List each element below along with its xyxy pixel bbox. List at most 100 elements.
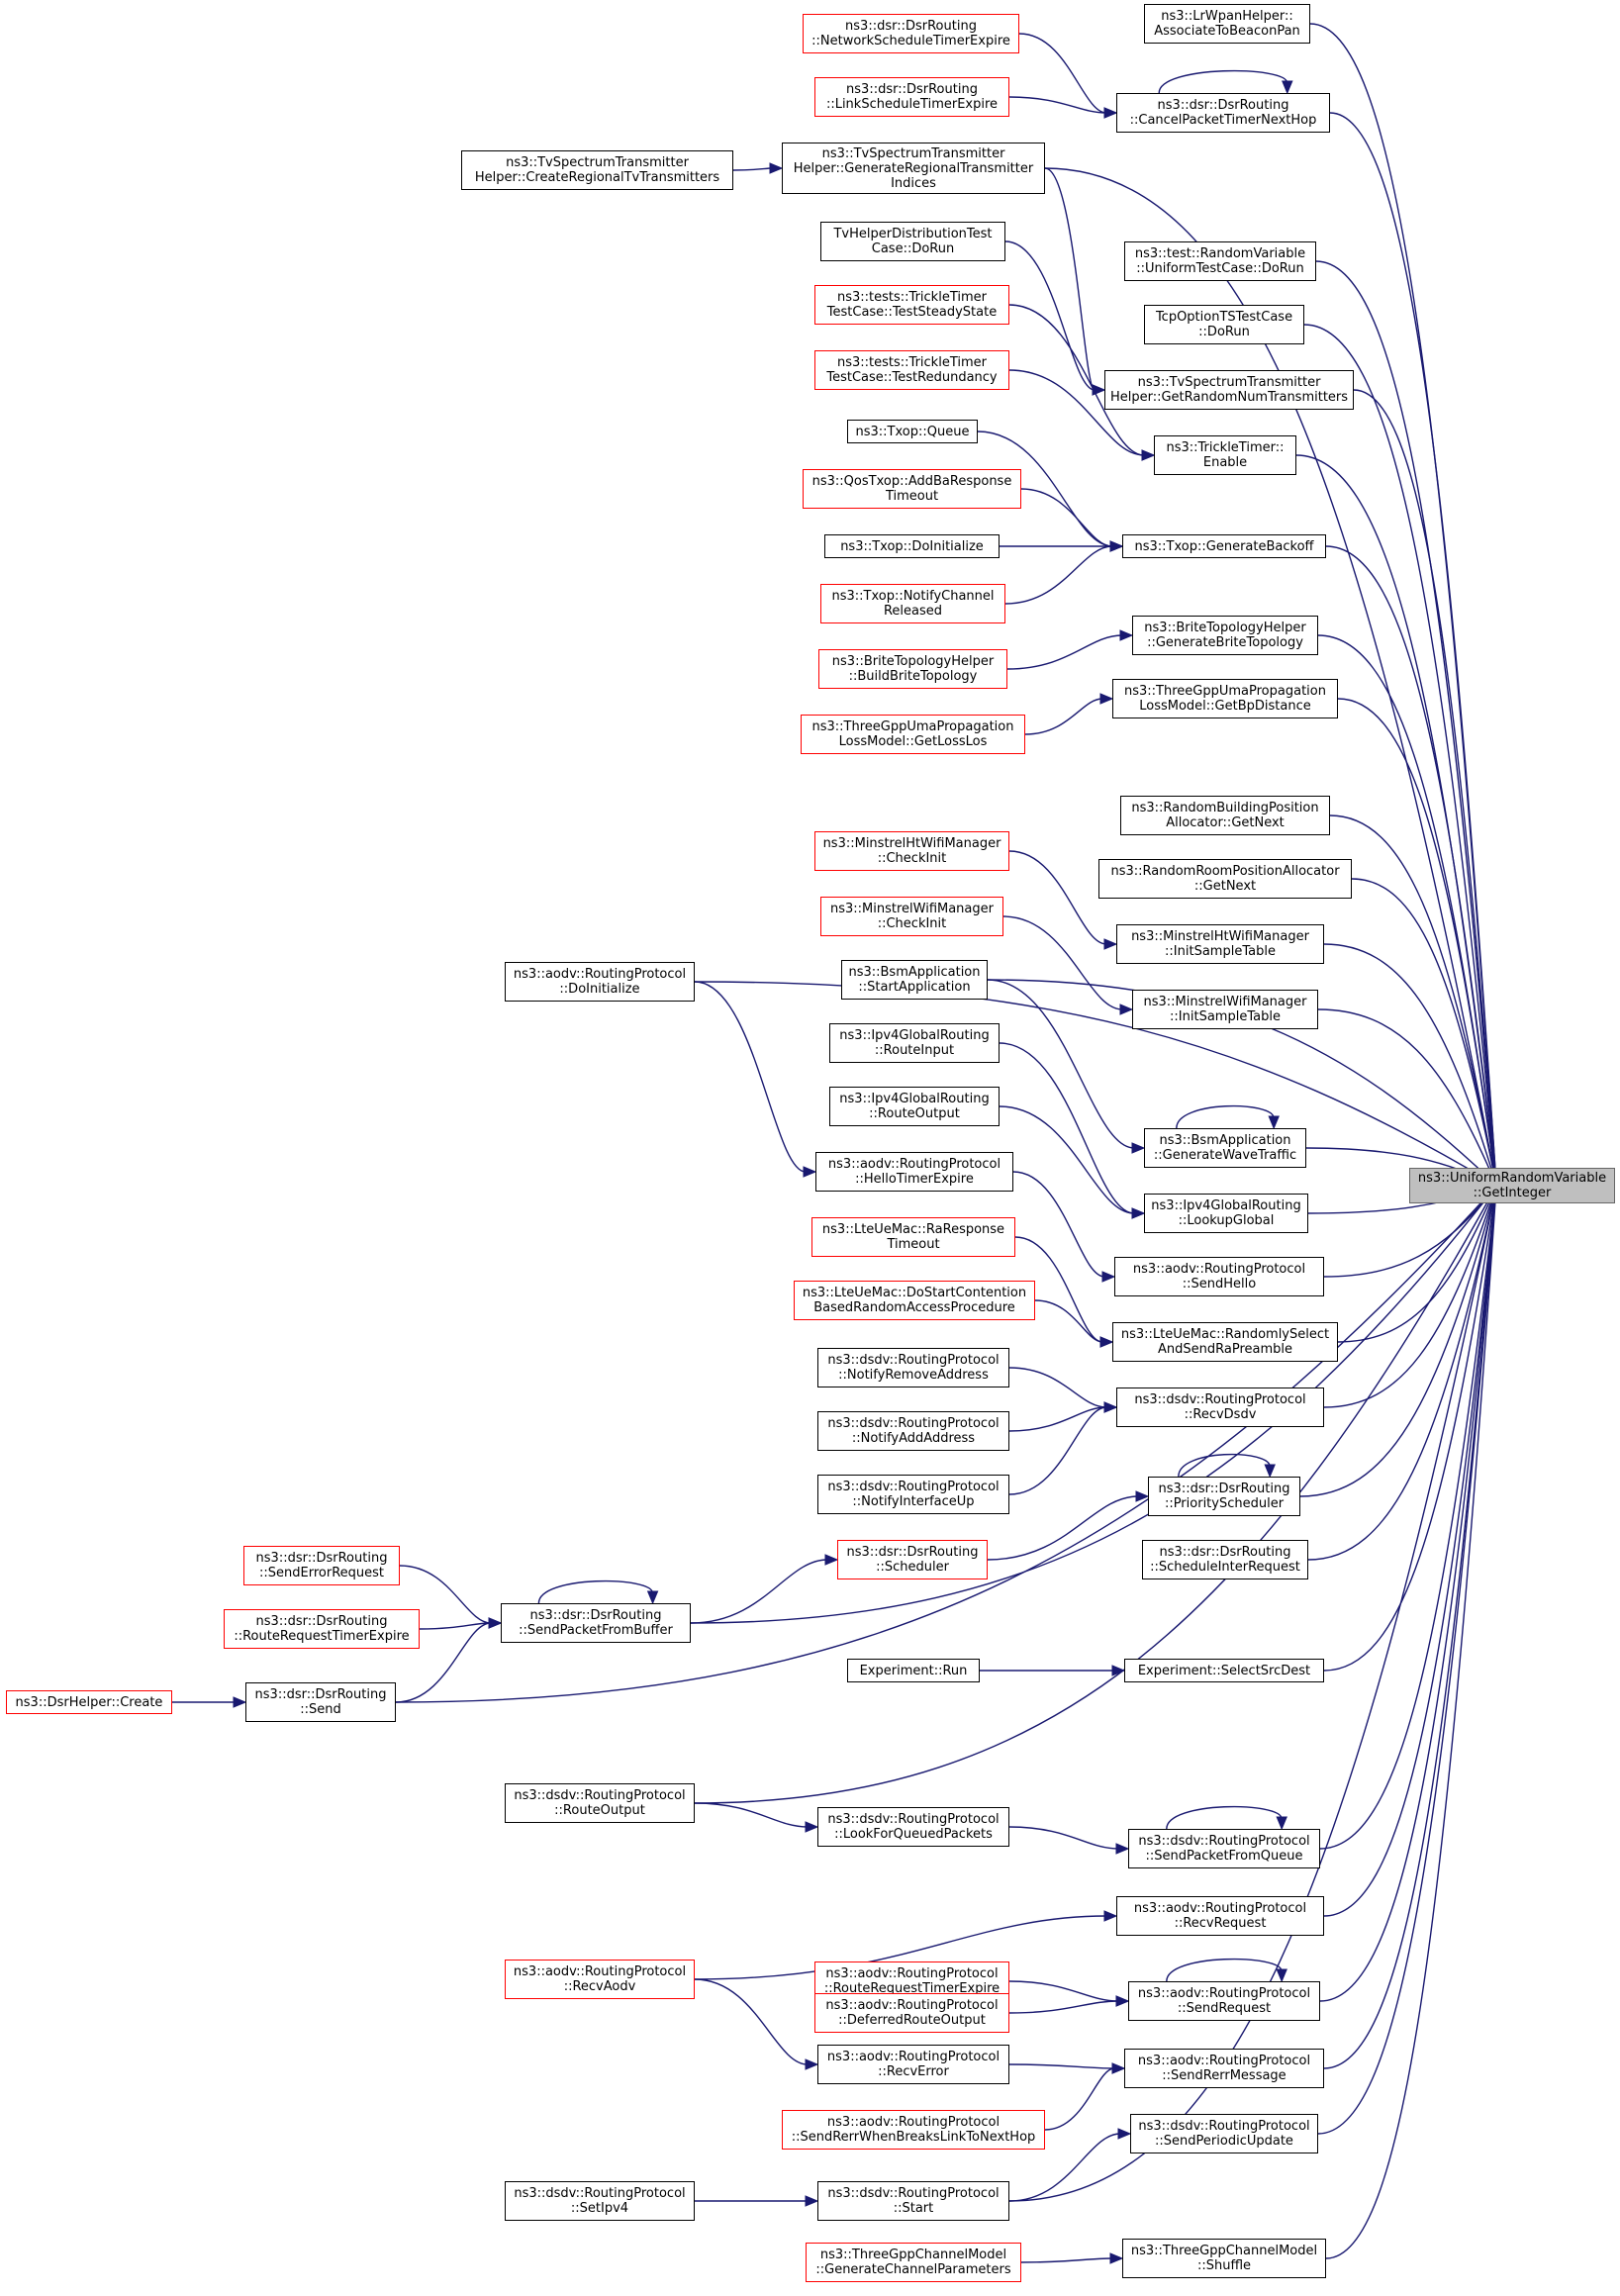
edge-c4-to-f bbox=[1303, 324, 1496, 1177]
node-aodv-hellotimerexpire[interactable]: ns3::aodv::RoutingProtocol::HelloTimerEx… bbox=[815, 1152, 1013, 1192]
node-aodv-sendrerrwhenbreakslinktonexthop[interactable]: ns3::aodv::RoutingProtocol::SendRerrWhen… bbox=[782, 2110, 1045, 2150]
edge-a4-to-f bbox=[694, 1194, 1493, 1804]
edge-s1-to-a2 bbox=[399, 1565, 492, 1624]
edge-l29-to-c25-arrow bbox=[1111, 2062, 1126, 2074]
edge-l19-to-c17-arrow bbox=[1099, 1336, 1114, 1348]
node-dsrrouting-send[interactable]: ns3::dsr::DsrRouting::Send bbox=[245, 1682, 396, 1722]
node-britetopologyhelper-generatebritetopology[interactable]: ns3::BriteTopologyHelper::GenerateBriteT… bbox=[1132, 616, 1318, 655]
edge-l13-to-c13-arrow bbox=[1119, 1004, 1134, 1015]
edge-l9-to-c7-arrow bbox=[1109, 540, 1124, 552]
node-dsrhelper-create[interactable]: ns3::DsrHelper::Create bbox=[6, 1690, 172, 1714]
node-minstrelwifimanager-checkinit[interactable]: ns3::MinstrelWifiManager::CheckInit bbox=[820, 897, 1003, 936]
node-aodv-sendrerrmessage[interactable]: ns3::aodv::RoutingProtocol::SendRerrMess… bbox=[1124, 2049, 1324, 2088]
node-ipv4globalrouting-routeoutput[interactable]: ns3::Ipv4GlobalRouting::RouteOutput bbox=[829, 1087, 1000, 1126]
node-aodv-deferredrouteoutput[interactable]: ns3::aodv::RoutingProtocol::DeferredRout… bbox=[814, 1993, 1009, 2033]
node-txop-generatebackoff[interactable]: ns3::Txop::GenerateBackoff bbox=[1122, 534, 1326, 558]
node-dsrrouting-networkscheduletimerexpire[interactable]: ns3::dsr::DsrRouting::NetworkScheduleTim… bbox=[803, 14, 1019, 53]
edge-a3-to-f bbox=[395, 1193, 1491, 1703]
node-tcpoptiontstestcase-dorun[interactable]: TcpOptionTSTestCase::DoRun bbox=[1144, 305, 1304, 344]
edge-a1-to-l17-arrow bbox=[803, 1166, 817, 1178]
edge-l6-to-c7 bbox=[977, 430, 1113, 547]
edge-c3-to-f bbox=[1315, 260, 1496, 1177]
node-dsdv-notifyinterfaceup[interactable]: ns3::dsdv::RoutingProtocol::NotifyInterf… bbox=[817, 1475, 1009, 1514]
edge-l27-to-c24-arrow bbox=[1115, 1995, 1130, 2007]
edge-l24-to-c21-arrow bbox=[1111, 1665, 1126, 1676]
edge-l20-to-c18 bbox=[1008, 1367, 1107, 1408]
edge-l12-to-c12-arrow bbox=[1103, 938, 1118, 950]
edge-c27-to-f bbox=[1325, 1195, 1497, 2259]
node-randomvariable-uniformtestcase-dorun[interactable]: ns3::test::RandomVariable::UniformTestCa… bbox=[1124, 241, 1316, 281]
node-threegppchannelmodel-generatechannelparameters[interactable]: ns3::ThreeGppChannelModel::GenerateChann… bbox=[806, 2243, 1021, 2282]
node-dsdv-setipv4[interactable]: ns3::dsdv::RoutingProtocol::SetIpv4 bbox=[505, 2181, 695, 2221]
edge-l22-to-c18-arrow bbox=[1103, 1401, 1118, 1413]
node-dsdv-routeoutput[interactable]: ns3::dsdv::RoutingProtocol::RouteOutput bbox=[505, 1783, 695, 1823]
node-aodv-doinitialize[interactable]: ns3::aodv::RoutingProtocol::DoInitialize bbox=[505, 962, 695, 1002]
edge-c5-to-f bbox=[1353, 389, 1496, 1177]
edge-c8-to-f bbox=[1317, 634, 1496, 1177]
node-trickletimer-enable[interactable]: ns3::TrickleTimer::Enable bbox=[1154, 435, 1296, 475]
node-dsrrouting-scheduleinterrequest[interactable]: ns3::dsr::DsrRouting::ScheduleInterReque… bbox=[1142, 1540, 1308, 1579]
node-ipv4globalrouting-lookupglobal[interactable]: ns3::Ipv4GlobalRouting::LookupGlobal bbox=[1144, 1194, 1308, 1233]
edge-l16-to-c15 bbox=[999, 1105, 1135, 1214]
node-bsmapplication-startapplication[interactable]: ns3::BsmApplication::StartApplication bbox=[841, 960, 988, 1000]
node-minstrelwifimanager-initsampletable[interactable]: ns3::MinstrelWifiManager::InitSampleTabl… bbox=[1132, 990, 1318, 1029]
node-dsrrouting-scheduler[interactable]: ns3::dsr::DsrRouting::Scheduler bbox=[837, 1540, 988, 1579]
node-bsmapplication-generatewavetraffic[interactable]: ns3::BsmApplication::GenerateWaveTraffic bbox=[1144, 1128, 1306, 1168]
node-dsdv-notifyremoveaddress[interactable]: ns3::dsdv::RoutingProtocol::NotifyRemove… bbox=[817, 1348, 1009, 1387]
node-aodv-recvaodv[interactable]: ns3::aodv::RoutingProtocol::RecvAodv bbox=[505, 1960, 695, 1999]
node-dsdv-start[interactable]: ns3::dsdv::RoutingProtocol::Start bbox=[817, 2181, 1009, 2221]
node-dsdv-lookforqueuedpackets[interactable]: ns3::dsdv::RoutingProtocol::LookForQueue… bbox=[817, 1807, 1009, 1847]
edge-c24-to-c24-arrow bbox=[1276, 1968, 1287, 1983]
node-dsrrouting-routerequesttimerexpire[interactable]: ns3::dsr::DsrRouting::RouteRequestTimerE… bbox=[224, 1609, 420, 1649]
edge-l7-to-c7 bbox=[1020, 488, 1113, 547]
node-aodv-sendhello[interactable]: ns3::aodv::RoutingProtocol::SendHello bbox=[1114, 1257, 1324, 1296]
edge-l19-to-c17 bbox=[1034, 1299, 1103, 1343]
node-dsrrouting-linkscheduletimerexpire[interactable]: ns3::dsr::DsrRouting::LinkScheduleTimerE… bbox=[814, 77, 1009, 117]
node-minstrelhtwifimanager-initsampletable[interactable]: ns3::MinstrelHtWifiManager::InitSampleTa… bbox=[1116, 924, 1324, 964]
edge-l30-to-c26 bbox=[1008, 2133, 1121, 2202]
node-britetopologyhelper-buildbritetopology[interactable]: ns3::BriteTopologyHelper::BuildBriteTopo… bbox=[818, 649, 1007, 689]
node-lrwpanhelper-associatetobeaconpan[interactable]: ns3::LrWpanHelper::AssociateToBeaconPan bbox=[1144, 4, 1310, 44]
node-txop-queue[interactable]: ns3::Txop::Queue bbox=[847, 420, 978, 443]
node-aodv-recvrequest[interactable]: ns3::aodv::RoutingProtocol::RecvRequest bbox=[1116, 1896, 1324, 1936]
node-txop-doinitialize[interactable]: ns3::Txop::DoInitialize bbox=[824, 534, 1000, 558]
node-threegppchannelmodel-shuffle[interactable]: ns3::ThreeGppChannelModel::Shuffle bbox=[1122, 2239, 1326, 2278]
edge-l31-to-c27-arrow bbox=[1109, 2252, 1124, 2264]
edge-c14-to-c14 bbox=[1176, 1104, 1275, 1129]
node-aodv-recverror[interactable]: ns3::aodv::RoutingProtocol::RecvError bbox=[817, 2045, 1009, 2084]
node-dsdv-recvdsdv[interactable]: ns3::dsdv::RoutingProtocol::RecvDsdv bbox=[1116, 1387, 1324, 1427]
edge-a6-to-l30-arrow bbox=[805, 2195, 819, 2207]
node-dsdv-notifyaddaddress[interactable]: ns3::dsdv::RoutingProtocol::NotifyAddAdd… bbox=[817, 1411, 1009, 1451]
node-ipv4globalrouting-routeinput[interactable]: ns3::Ipv4GlobalRouting::RouteInput bbox=[829, 1023, 1000, 1063]
node-dsrrouting-priorityscheduler[interactable]: ns3::dsr::DsrRouting::PriorityScheduler bbox=[1148, 1477, 1300, 1516]
node-aodv-sendrequest[interactable]: ns3::aodv::RoutingProtocol::SendRequest bbox=[1128, 1981, 1320, 2021]
node-dsrrouting-senderrorrequest[interactable]: ns3::dsr::DsrRouting::SendErrorRequest bbox=[243, 1546, 400, 1585]
edge-l30-to-c26-arrow bbox=[1117, 2128, 1132, 2140]
edge-c16-to-f bbox=[1323, 1193, 1491, 1278]
node-dsrrouting-sendpacketfrombuffer[interactable]: ns3::dsr::DsrRouting::SendPacketFromBuff… bbox=[501, 1603, 691, 1643]
node-dsdv-sendperiodicupdate[interactable]: ns3::dsdv::RoutingProtocol::SendPeriodic… bbox=[1130, 2114, 1318, 2153]
node-experiment-run[interactable]: Experiment::Run bbox=[847, 1659, 980, 1682]
edge-c13-to-f bbox=[1317, 1008, 1493, 1177]
node-dsrrouting-cancelpackettimernexthop[interactable]: ns3::dsr::DsrRouting::CancelPacketTimerN… bbox=[1116, 93, 1330, 133]
node-experiment-selectsrcdest[interactable]: Experiment::SelectSrcDest bbox=[1124, 1659, 1324, 1682]
node-randomroompositionallocator-getnext[interactable]: ns3::RandomRoomPositionAllocator::GetNex… bbox=[1098, 859, 1352, 899]
edge-l21-to-c18 bbox=[1008, 1406, 1107, 1432]
node-dsdv-sendpacketfromqueue[interactable]: ns3::dsdv::RoutingProtocol::SendPacketFr… bbox=[1128, 1829, 1320, 1868]
node-minstrelhtwifimanager-checkinit[interactable]: ns3::MinstrelHtWifiManager::CheckInit bbox=[814, 831, 1009, 871]
